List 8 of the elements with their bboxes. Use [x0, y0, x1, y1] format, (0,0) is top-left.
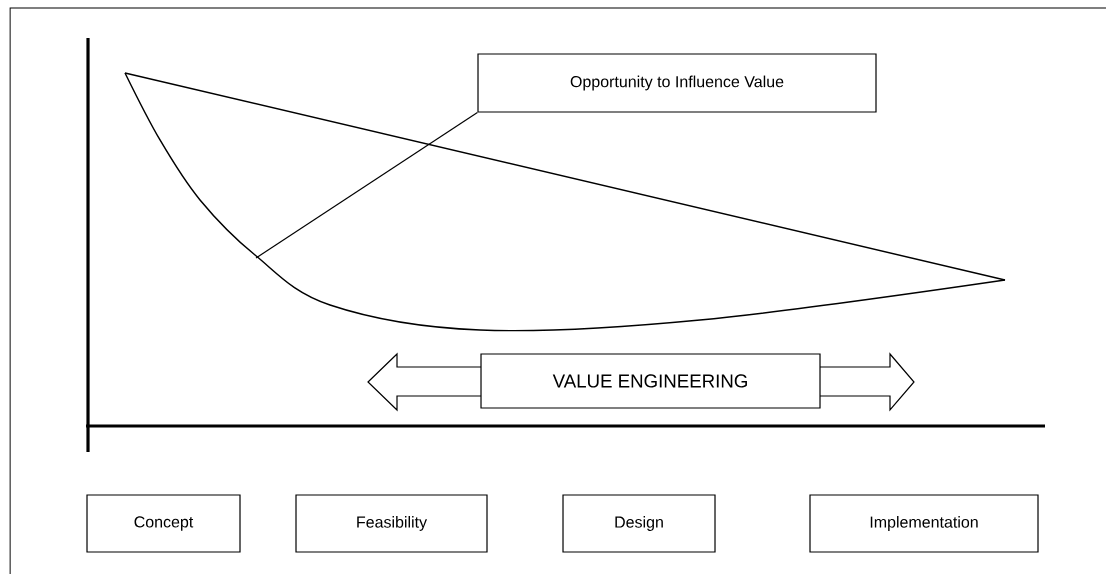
phase-box: Concept: [86, 494, 241, 553]
phase-box: Feasibility: [295, 494, 488, 553]
curve: [124, 72, 1006, 332]
leader-line: [255, 112, 478, 259]
label-box: VALUE ENGINEERING: [480, 353, 821, 409]
phase-box: Design: [562, 494, 716, 553]
label-box: Opportunity to Influence Value: [477, 53, 877, 113]
phase-box: Implementation: [809, 494, 1039, 553]
